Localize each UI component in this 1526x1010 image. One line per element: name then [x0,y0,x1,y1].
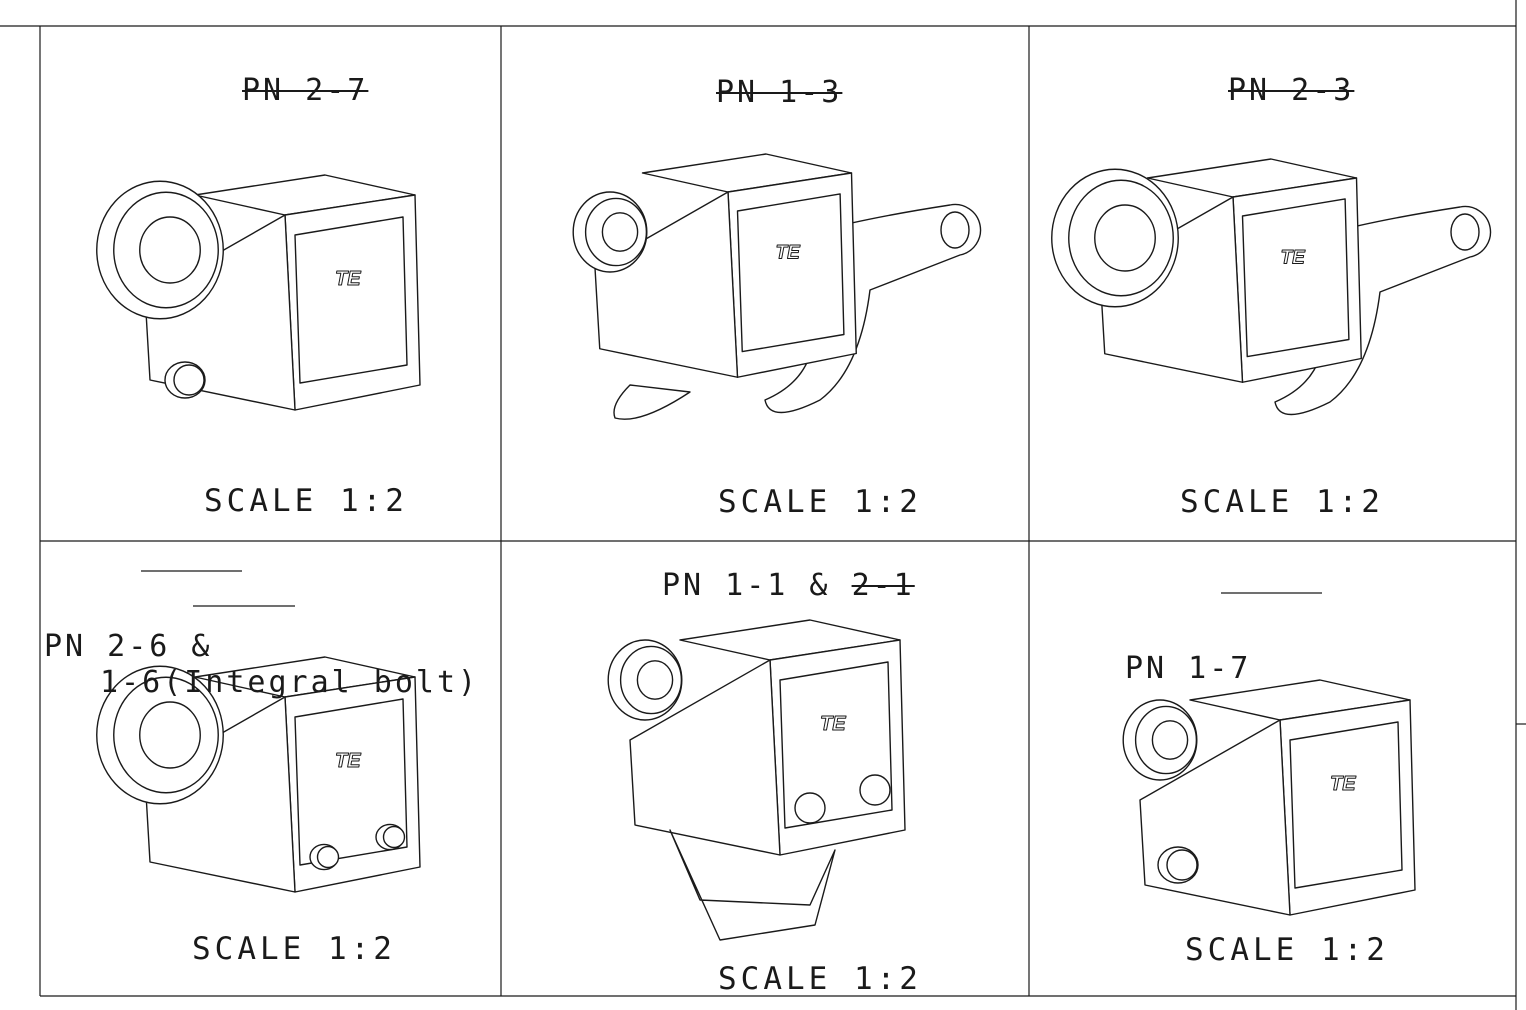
cable-opening [139,216,201,284]
view-scale-label: SCALE 1:2 [1180,484,1384,520]
view-title-pn-2-7: PN 2-7 [242,73,369,108]
te-logo: TE [1330,773,1356,795]
te-logo: TE [776,243,802,264]
connector-hood-view-2: TE [572,153,982,420]
view-title-prefix: PN 1-1 & [662,568,852,603]
connector-hood-view-6: TE [1122,679,1416,916]
view-title-pn-1-3: PN 1-3 [716,75,843,110]
te-logo: TE [820,713,846,735]
cover-panel [294,216,408,384]
view-scale-label: SCALE 1:2 [718,961,922,997]
view-scale-label: SCALE 1:2 [204,483,408,519]
connector-hood-view-4: TE [96,656,421,893]
view-scale-label: SCALE 1:2 [192,931,396,967]
view-title-pn-2-3: PN 2-3 [1228,73,1355,108]
cable-opening [1094,204,1156,272]
cover-panel [736,193,845,353]
bolt-face [382,825,406,849]
lever-end-pin [940,211,970,249]
view-title-pn-2-6-line1: PN 2-6 & [44,629,213,664]
cover-panel [1289,721,1403,889]
clip-pin [794,792,826,824]
te-logo: TE [1281,248,1307,269]
cable-opening [139,701,201,769]
housing-left-face [1099,196,1244,383]
bolt-face [1166,849,1198,881]
bolt-face [316,845,340,869]
te-logo: TE [335,750,361,772]
locking-clip [669,829,836,941]
clip-pin [859,774,891,806]
housing-left-face [629,659,781,856]
housing-left-face [594,191,739,378]
cover-panel [294,698,408,866]
connector-hood-view-1: TE [96,174,421,411]
view-title-pn-2-6-line2: 1-6(Integral bolt) [100,665,480,700]
connector-hood-view-3: TE [1051,158,1492,416]
te-logo: TE [335,268,361,290]
view-title-pn-1-1: PN 1-1 & 2-1 [662,571,915,601]
view-title-struck-part: 2-1 [851,568,915,603]
connector-hood-view-5: TE [607,619,906,941]
cable-opening [1151,720,1189,760]
cable-opening [636,660,674,700]
cover-panel [1241,198,1350,358]
cable-opening [601,212,639,252]
view-scale-label: SCALE 1:2 [1185,932,1389,968]
housing-left-face [144,214,296,411]
view-title-pn-1-7: PN 1-7 [1125,651,1252,686]
view-scale-label: SCALE 1:2 [718,484,922,520]
housing-left-face [144,696,296,893]
bolt-face [173,364,205,396]
mounting-hook [613,384,691,420]
lever-end-pin [1450,213,1480,251]
